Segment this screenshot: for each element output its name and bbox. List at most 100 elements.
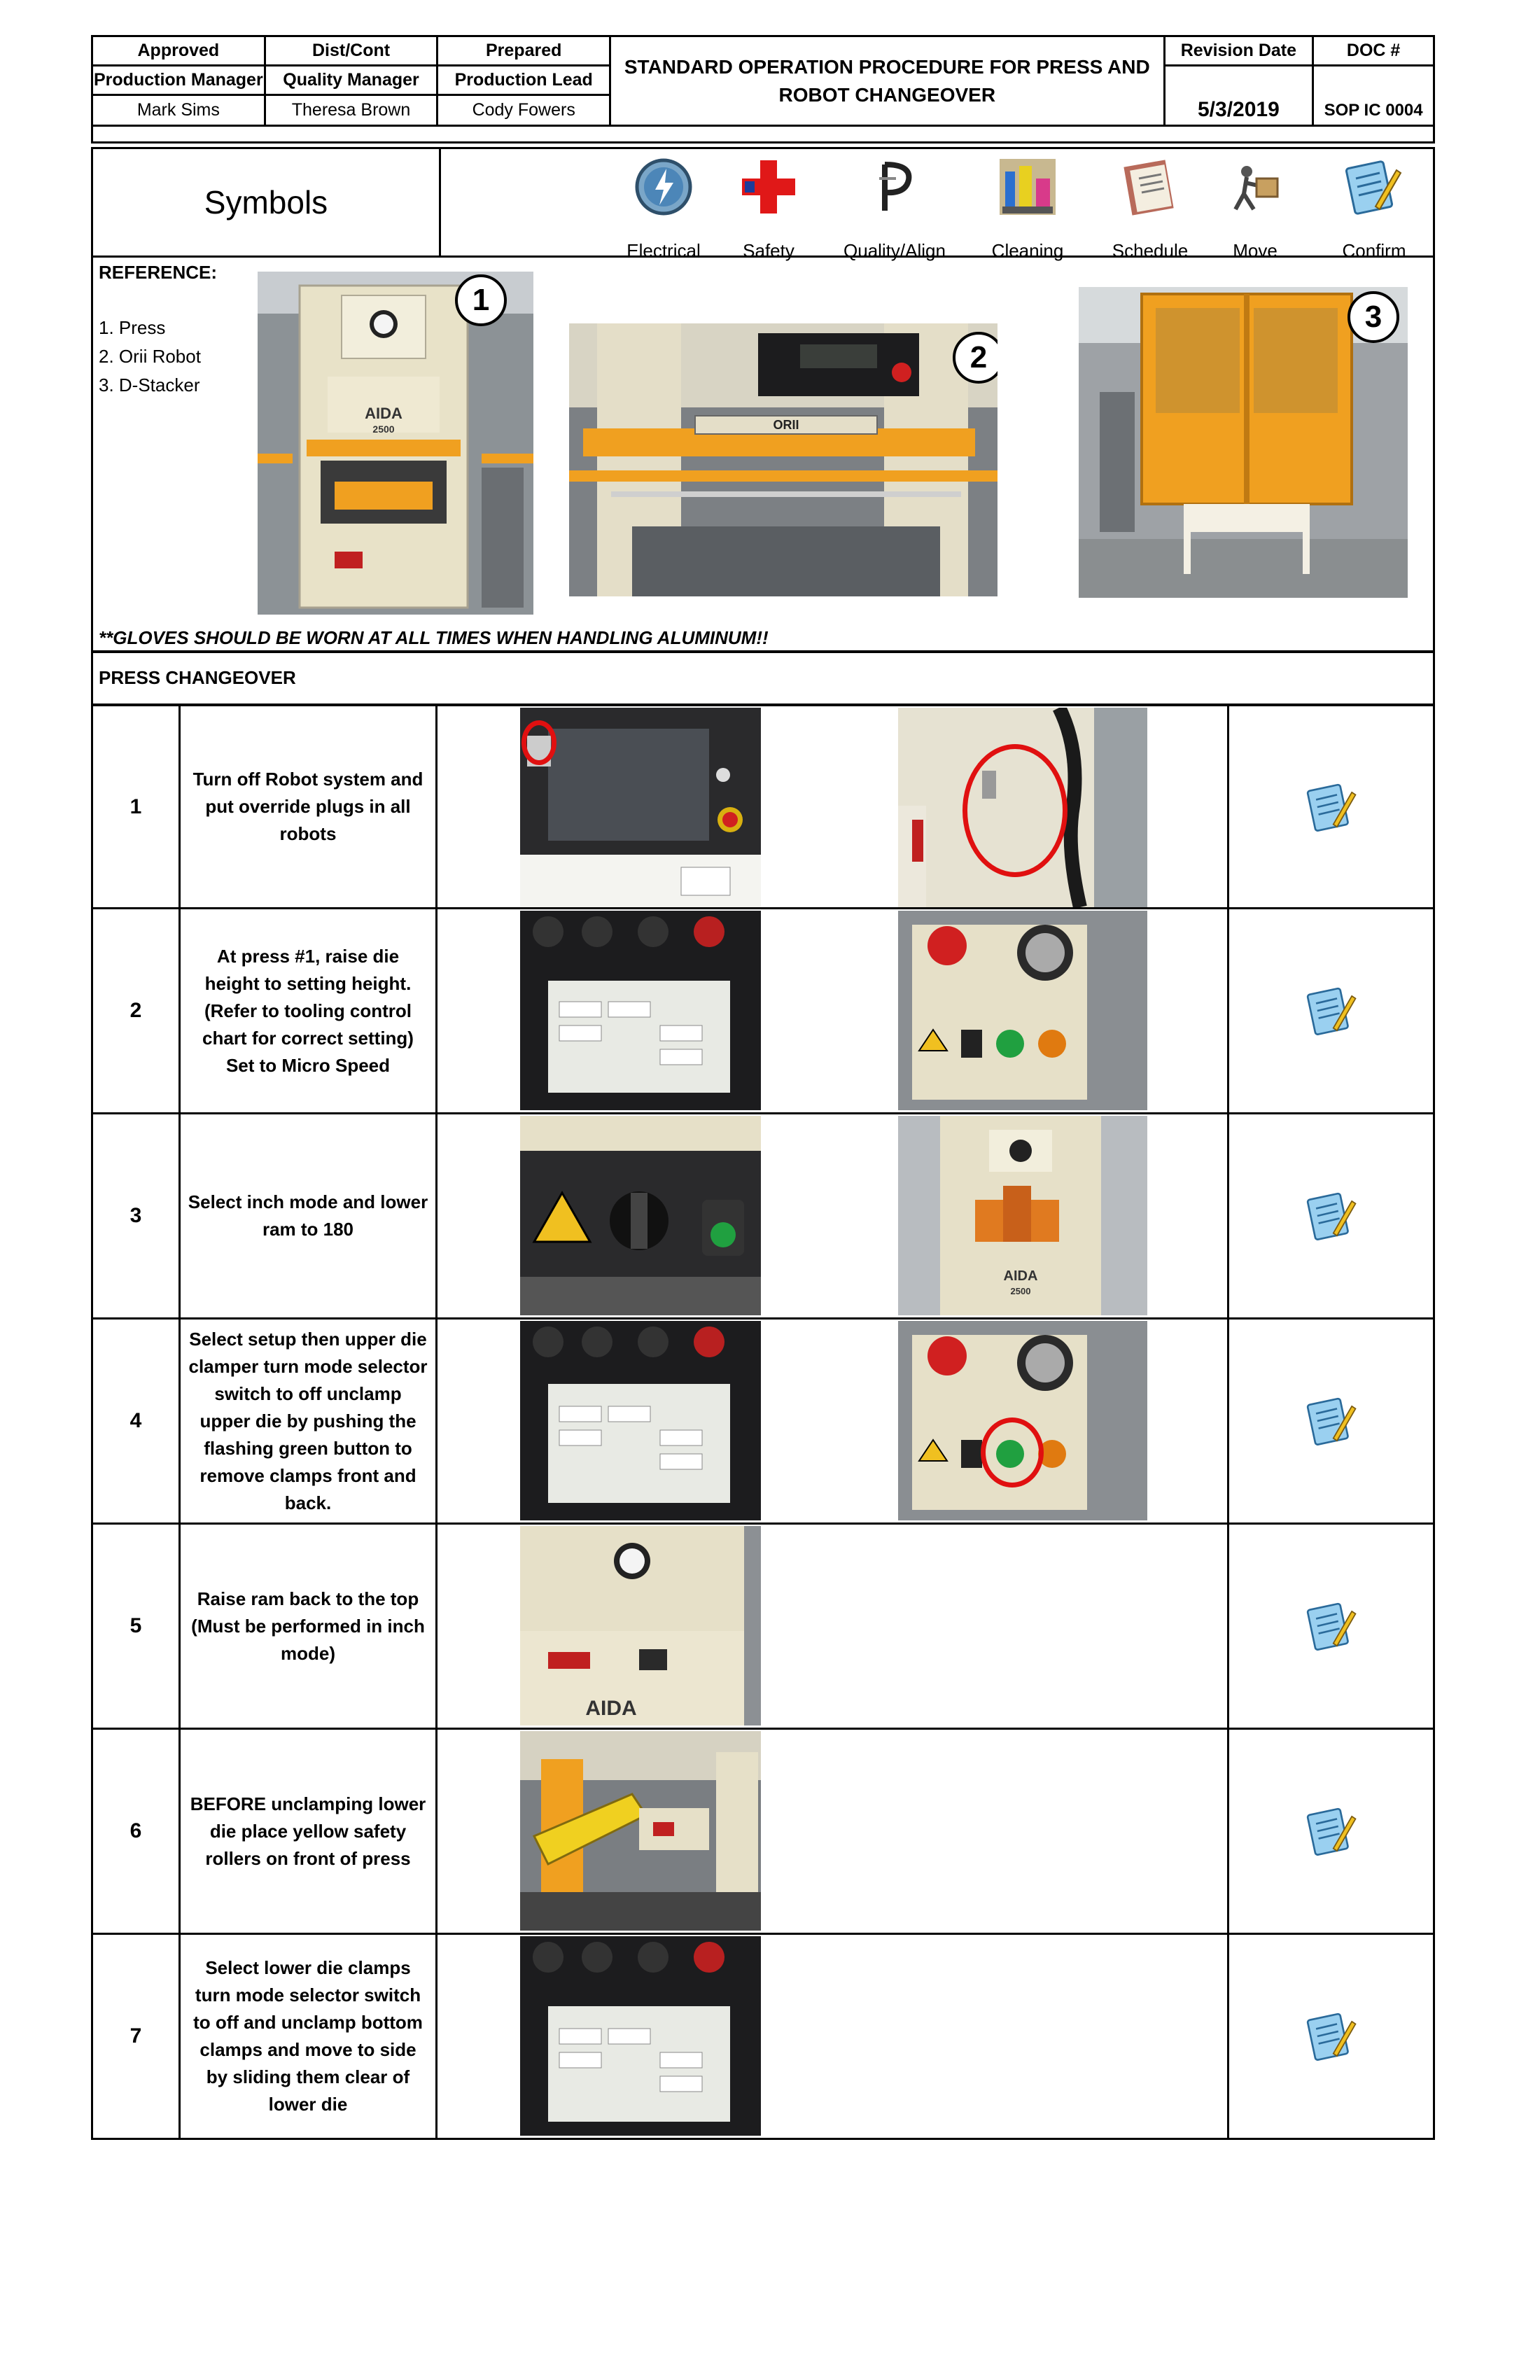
- symbol-schedule: Schedule: [1091, 158, 1210, 262]
- step-text: Select setup then upper die clamper turn…: [181, 1320, 438, 1522]
- confirm-cell: [1227, 1935, 1435, 2138]
- symbols-row: Symbols Electrical Safety Quality/Align …: [91, 147, 1435, 261]
- step-row: 6 BEFORE unclamping lower die place yell…: [91, 1730, 1435, 1935]
- spacer-row: [91, 125, 1435, 144]
- cleaning-icon: [998, 158, 1057, 216]
- press-photo: AIDA 2500 1: [258, 272, 533, 615]
- revision-date: 5/3/2019: [1163, 64, 1315, 127]
- symbol-cleaning: Cleaning: [968, 158, 1087, 262]
- confirm-icon: [1306, 1807, 1357, 1856]
- document-title: STANDARD OPERATION PROCEDURE FOR PRESS A…: [609, 35, 1166, 127]
- schedule-icon: [1121, 158, 1180, 216]
- symbol-label: Safety: [743, 240, 794, 261]
- confirm-cell: [1227, 1114, 1435, 1317]
- step-row: 5 Raise ram back to the top (Must be per…: [91, 1525, 1435, 1730]
- step-photo: [520, 1936, 761, 2136]
- steps-table: 1 Turn off Robot system and put override…: [91, 704, 1435, 2140]
- step-photo: [520, 1321, 761, 1520]
- confirm-icon: [1306, 1192, 1357, 1240]
- revision-label: Revision Date: [1163, 35, 1315, 66]
- confirm-icon: [1306, 987, 1357, 1035]
- symbol-label: Move: [1233, 240, 1278, 261]
- approved-name: Mark Sims: [91, 94, 266, 127]
- step-text: Turn off Robot system and put override p…: [181, 706, 438, 907]
- reference-badge-1: 1: [455, 274, 507, 326]
- move-icon: [1226, 158, 1284, 216]
- quality-icon: [865, 158, 924, 216]
- approved-role: Production Manager: [91, 64, 266, 96]
- highlight-ring: [962, 744, 1068, 877]
- symbol-label: Schedule: [1112, 240, 1189, 261]
- step-number: 2: [93, 909, 181, 1112]
- press-model-text: 2500: [1011, 1286, 1031, 1296]
- step-number: 6: [93, 1730, 181, 1933]
- step-row: 1 Turn off Robot system and put override…: [91, 704, 1435, 909]
- confirm-cell: [1227, 706, 1435, 907]
- symbol-label: Confirm: [1342, 240, 1406, 261]
- reference-item: 1. Press: [99, 317, 166, 338]
- highlight-ring: [981, 1418, 1044, 1488]
- confirm-icon: [1306, 2012, 1357, 2061]
- confirm-icon: [1345, 158, 1404, 216]
- reference-badge-3: 3: [1348, 291, 1399, 343]
- robot-brand-text: ORII: [773, 418, 799, 432]
- doc-number: SOP IC 0004: [1312, 64, 1435, 127]
- reference-item: 3. D-Stacker: [99, 374, 200, 396]
- reference-list: 1. Press 2. Orii Robot 3. D-Stacker: [99, 314, 201, 400]
- symbols-title: Symbols: [93, 149, 441, 255]
- confirm-cell: [1227, 1525, 1435, 1728]
- step-row: 7 Select lower die clamps turn mode sele…: [91, 1935, 1435, 2140]
- header-block: Approved Dist/Cont Prepared STANDARD OPE…: [91, 35, 1435, 144]
- reference-badge-2: 2: [953, 332, 997, 384]
- reference-item: 2. Orii Robot: [99, 346, 201, 367]
- prepared-name: Cody Fowers: [436, 94, 612, 127]
- step-number: 4: [93, 1320, 181, 1522]
- step-photo: [898, 1321, 1147, 1520]
- step-photo: [520, 911, 761, 1110]
- step-text: Raise ram back to the top (Must be perfo…: [181, 1525, 438, 1728]
- dist-role: Quality Manager: [263, 64, 439, 96]
- symbol-move: Move: [1196, 158, 1315, 262]
- reference-title: REFERENCE:: [99, 262, 218, 283]
- gloves-warning: **GLOVES SHOULD BE WORN AT ALL TIMES WHE…: [99, 627, 769, 648]
- step-photo: AIDA 2500: [898, 1116, 1147, 1315]
- symbol-electrical: Electrical: [604, 158, 723, 262]
- step-number: 1: [93, 706, 181, 907]
- press-model-text: 2500: [372, 424, 394, 435]
- prepared-label: Prepared: [436, 35, 612, 66]
- dstacker-photo: 3: [1079, 287, 1408, 598]
- step-photo: AIDA: [520, 1526, 761, 1726]
- confirm-cell: [1227, 1730, 1435, 1933]
- step-photo: [898, 708, 1147, 907]
- prepared-role: Production Lead: [436, 64, 612, 96]
- dist-name: Theresa Brown: [263, 94, 439, 127]
- step-text: At press #1, raise die height to setting…: [181, 909, 438, 1112]
- confirm-icon: [1306, 1397, 1357, 1446]
- symbol-label: Electrical: [626, 240, 701, 261]
- symbol-label: Cleaning: [991, 240, 1064, 261]
- safety-cross-icon: [739, 158, 798, 216]
- doc-label: DOC #: [1312, 35, 1435, 66]
- step-row: 2 At press #1, raise die height to setti…: [91, 909, 1435, 1114]
- press-brand-text: AIDA: [1004, 1268, 1038, 1284]
- confirm-icon: [1306, 783, 1357, 832]
- step-photo: [898, 911, 1147, 1110]
- step-photo: [520, 1116, 761, 1315]
- press-brand-text: AIDA: [585, 1697, 636, 1720]
- press-brand-text: AIDA: [365, 405, 402, 422]
- step-photo: [520, 708, 761, 907]
- symbol-confirm: Confirm: [1315, 158, 1434, 262]
- step-text: Select inch mode and lower ram to 180: [181, 1114, 438, 1317]
- dist-label: Dist/Cont: [263, 35, 439, 66]
- symbol-label: Quality/Align: [844, 240, 946, 261]
- step-number: 7: [93, 1935, 181, 2138]
- step-row: 3 Select inch mode and lower ram to 180 …: [91, 1114, 1435, 1320]
- step-number: 3: [93, 1114, 181, 1317]
- symbol-quality: Quality/Align: [835, 158, 954, 262]
- confirm-icon: [1306, 1602, 1357, 1651]
- confirm-cell: [1227, 1320, 1435, 1522]
- symbol-safety: Safety: [709, 158, 828, 262]
- step-text: Select lower die clamps turn mode select…: [181, 1935, 438, 2138]
- section-title: PRESS CHANGEOVER: [91, 651, 1435, 706]
- electrical-icon: [634, 158, 693, 216]
